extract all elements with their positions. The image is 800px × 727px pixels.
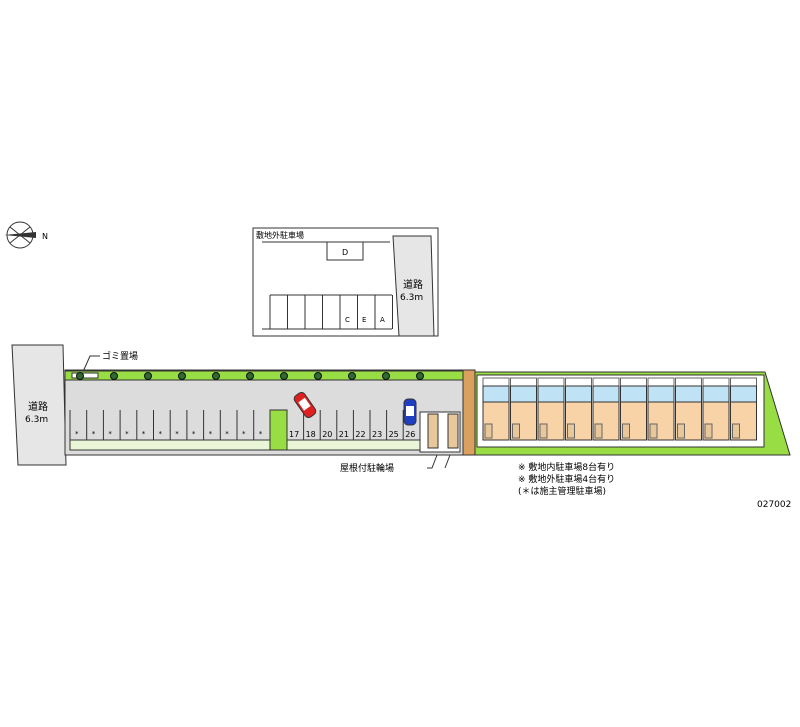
hedge xyxy=(64,370,466,381)
inset-road-label: 道路 xyxy=(403,278,423,291)
managed-spot-mark: * xyxy=(225,430,229,438)
apartment-unit xyxy=(482,377,510,441)
tree-icon xyxy=(348,372,356,380)
compass-icon: N xyxy=(4,221,48,249)
tree-icon xyxy=(76,372,84,380)
inset-spot-e: E xyxy=(362,316,366,324)
spot-number: 20 xyxy=(322,430,332,439)
managed-spot-mark: * xyxy=(92,430,96,438)
road-width: 6.3m xyxy=(25,415,48,425)
spot-number: 26 xyxy=(405,430,415,439)
inset-road-width: 6.3m xyxy=(400,293,423,303)
inset-spot-a: A xyxy=(380,316,385,324)
apartment-unit xyxy=(647,377,675,441)
car-red-icon xyxy=(293,391,317,419)
tree-icon xyxy=(382,372,390,380)
garbage-area xyxy=(71,372,99,379)
managed-spot-mark: * xyxy=(209,430,213,438)
apartment-unit xyxy=(565,377,592,441)
road-label: 道路 xyxy=(28,400,48,413)
inset-spot-c: C xyxy=(345,316,350,324)
offsite-parking-inset: 敷地外駐車場 D C E A 道路 6.3m xyxy=(252,227,439,337)
tree-icon xyxy=(110,372,118,380)
apartment-unit xyxy=(537,377,565,441)
garbage-label: ゴミ置場 xyxy=(102,350,138,362)
managed-spot-mark: * xyxy=(125,430,129,438)
apartment-unit xyxy=(592,377,620,441)
tree-icon xyxy=(280,372,288,380)
spot-number: 17 xyxy=(289,430,299,439)
managed-spot-mark: * xyxy=(159,430,163,438)
bike-label: 屋根付駐輪場 xyxy=(340,462,394,474)
spot-number: 23 xyxy=(372,430,382,439)
managed-spot-mark: * xyxy=(259,430,263,438)
compass-label: N xyxy=(42,232,48,241)
inset-title: 敷地外駐車場 xyxy=(256,230,304,240)
tree-icon xyxy=(212,372,220,380)
managed-spot-mark: * xyxy=(75,430,79,438)
tree-icon xyxy=(178,372,186,380)
note-offsite: ※ 敷地外駐車場4台有り xyxy=(518,473,615,485)
inset-spot-d: D xyxy=(342,248,348,257)
managed-spot-mark: * xyxy=(192,430,196,438)
map-code: 027002 xyxy=(757,500,791,510)
apartment-unit xyxy=(510,377,537,441)
spot-number: 22 xyxy=(355,430,365,439)
apartment-unit xyxy=(730,377,757,441)
note-managed: (＊は施主管理駐車場) xyxy=(518,485,606,497)
tree-icon xyxy=(144,372,152,380)
note-onsite: ※ 敷地内駐車場8台有り xyxy=(518,461,615,473)
managed-spot-mark: * xyxy=(175,430,179,438)
car-blue-icon xyxy=(403,398,417,426)
spot-number: 18 xyxy=(306,430,316,439)
managed-spot-mark: * xyxy=(108,430,112,438)
green-area xyxy=(269,409,288,451)
tree-icon xyxy=(416,372,424,380)
spot-number: 21 xyxy=(339,430,349,439)
spot-number: 25 xyxy=(389,430,399,439)
tree-icon xyxy=(246,372,254,380)
road xyxy=(11,344,67,466)
apartment-unit xyxy=(675,377,702,441)
fence xyxy=(462,369,476,456)
apartment-unit xyxy=(620,377,647,441)
managed-spot-mark: * xyxy=(142,430,146,438)
planting-strip xyxy=(69,439,431,451)
managed-spot-mark: * xyxy=(242,430,246,438)
apartment-unit xyxy=(702,377,730,441)
tree-icon xyxy=(314,372,322,380)
